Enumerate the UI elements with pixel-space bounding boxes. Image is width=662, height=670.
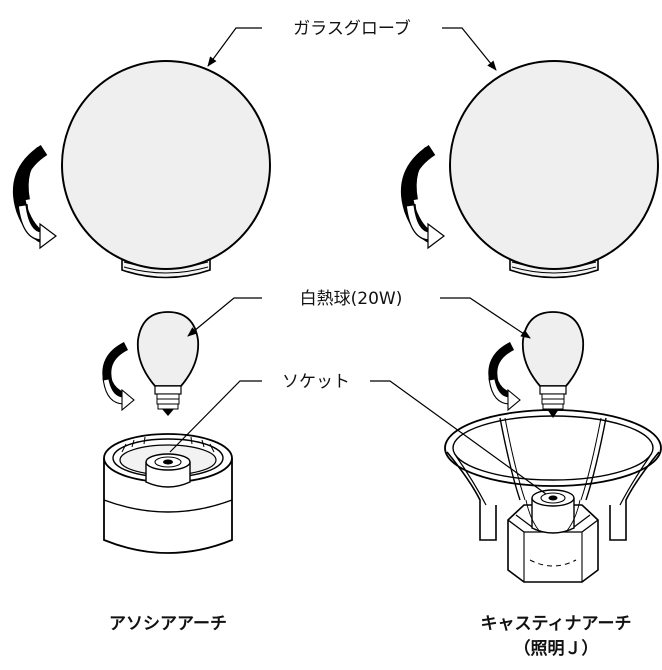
bulb-right: [521, 311, 585, 418]
caption-left: アソシアアーチ: [109, 614, 227, 634]
caption-right-line2: （照明Ｊ）: [514, 638, 599, 659]
caption-right-line1: キャスティナアーチ: [481, 614, 632, 634]
label-bulb: 白熱球(20W): [300, 289, 403, 309]
glass-globe-right: [449, 60, 659, 279]
label-socket: ソケット: [282, 372, 350, 392]
rotate-arrow-icon-globe-left: [12, 144, 57, 250]
glass-globe-left: [61, 60, 271, 279]
bulb-left: [136, 311, 200, 416]
leader-socket: [169, 380, 547, 495]
rotate-arrow-icon-bulb-right: [488, 341, 521, 412]
rotate-arrow-icon-globe-right: [400, 144, 445, 250]
leader-glass-globe: [207, 27, 497, 71]
socket-fixture-right: [444, 409, 662, 583]
rotate-arrow-icon-bulb-left: [102, 341, 135, 412]
socket-base-left: [103, 433, 233, 554]
label-glass-globe: ガラスグローブ: [293, 18, 411, 39]
leader-bulb: [187, 297, 531, 339]
